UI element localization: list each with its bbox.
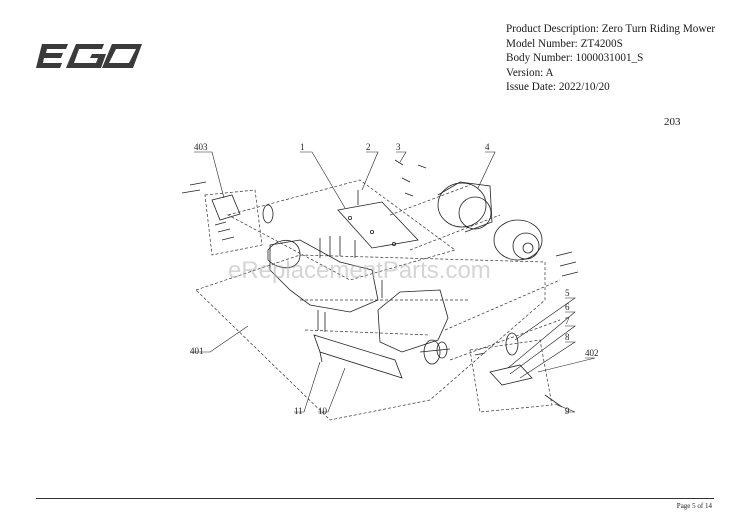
callout-402: 402 [585, 348, 599, 358]
callout-7: 7 [565, 316, 570, 326]
callout-403: 403 [194, 142, 208, 152]
ego-logo [36, 44, 142, 68]
watermark: eReplacementParts.com [228, 257, 491, 284]
callout-1: 1 [300, 142, 305, 152]
body-number: Body Number: 1000031001_S [506, 52, 644, 65]
callout-9: 9 [565, 406, 570, 416]
page-of-label: Page 5 of 14 [676, 502, 712, 510]
callout-5: 5 [565, 288, 570, 298]
version: Version: A [506, 66, 554, 79]
callout-4: 4 [485, 142, 490, 152]
product-description: Product Description: Zero Turn Riding Mo… [506, 23, 716, 35]
model-number: Model Number: ZT4200S [506, 37, 623, 50]
diagram-page-number: 203 [664, 116, 681, 128]
issue-date: Issue Date: 2022/10/20 [506, 81, 610, 94]
callout-11: 11 [294, 406, 303, 416]
callout-labels: 403 1 2 3 4 5 6 7 8 402 9 401 11 10 [190, 142, 599, 416]
callout-10: 10 [318, 406, 328, 416]
callout-8: 8 [565, 332, 570, 342]
footer-divider [36, 498, 714, 499]
callout-401: 401 [190, 346, 204, 356]
product-info: Product Description: Zero Turn Riding Mo… [506, 22, 715, 95]
callout-6: 6 [565, 302, 570, 312]
callout-2: 2 [366, 142, 371, 152]
callout-3: 3 [396, 142, 401, 152]
